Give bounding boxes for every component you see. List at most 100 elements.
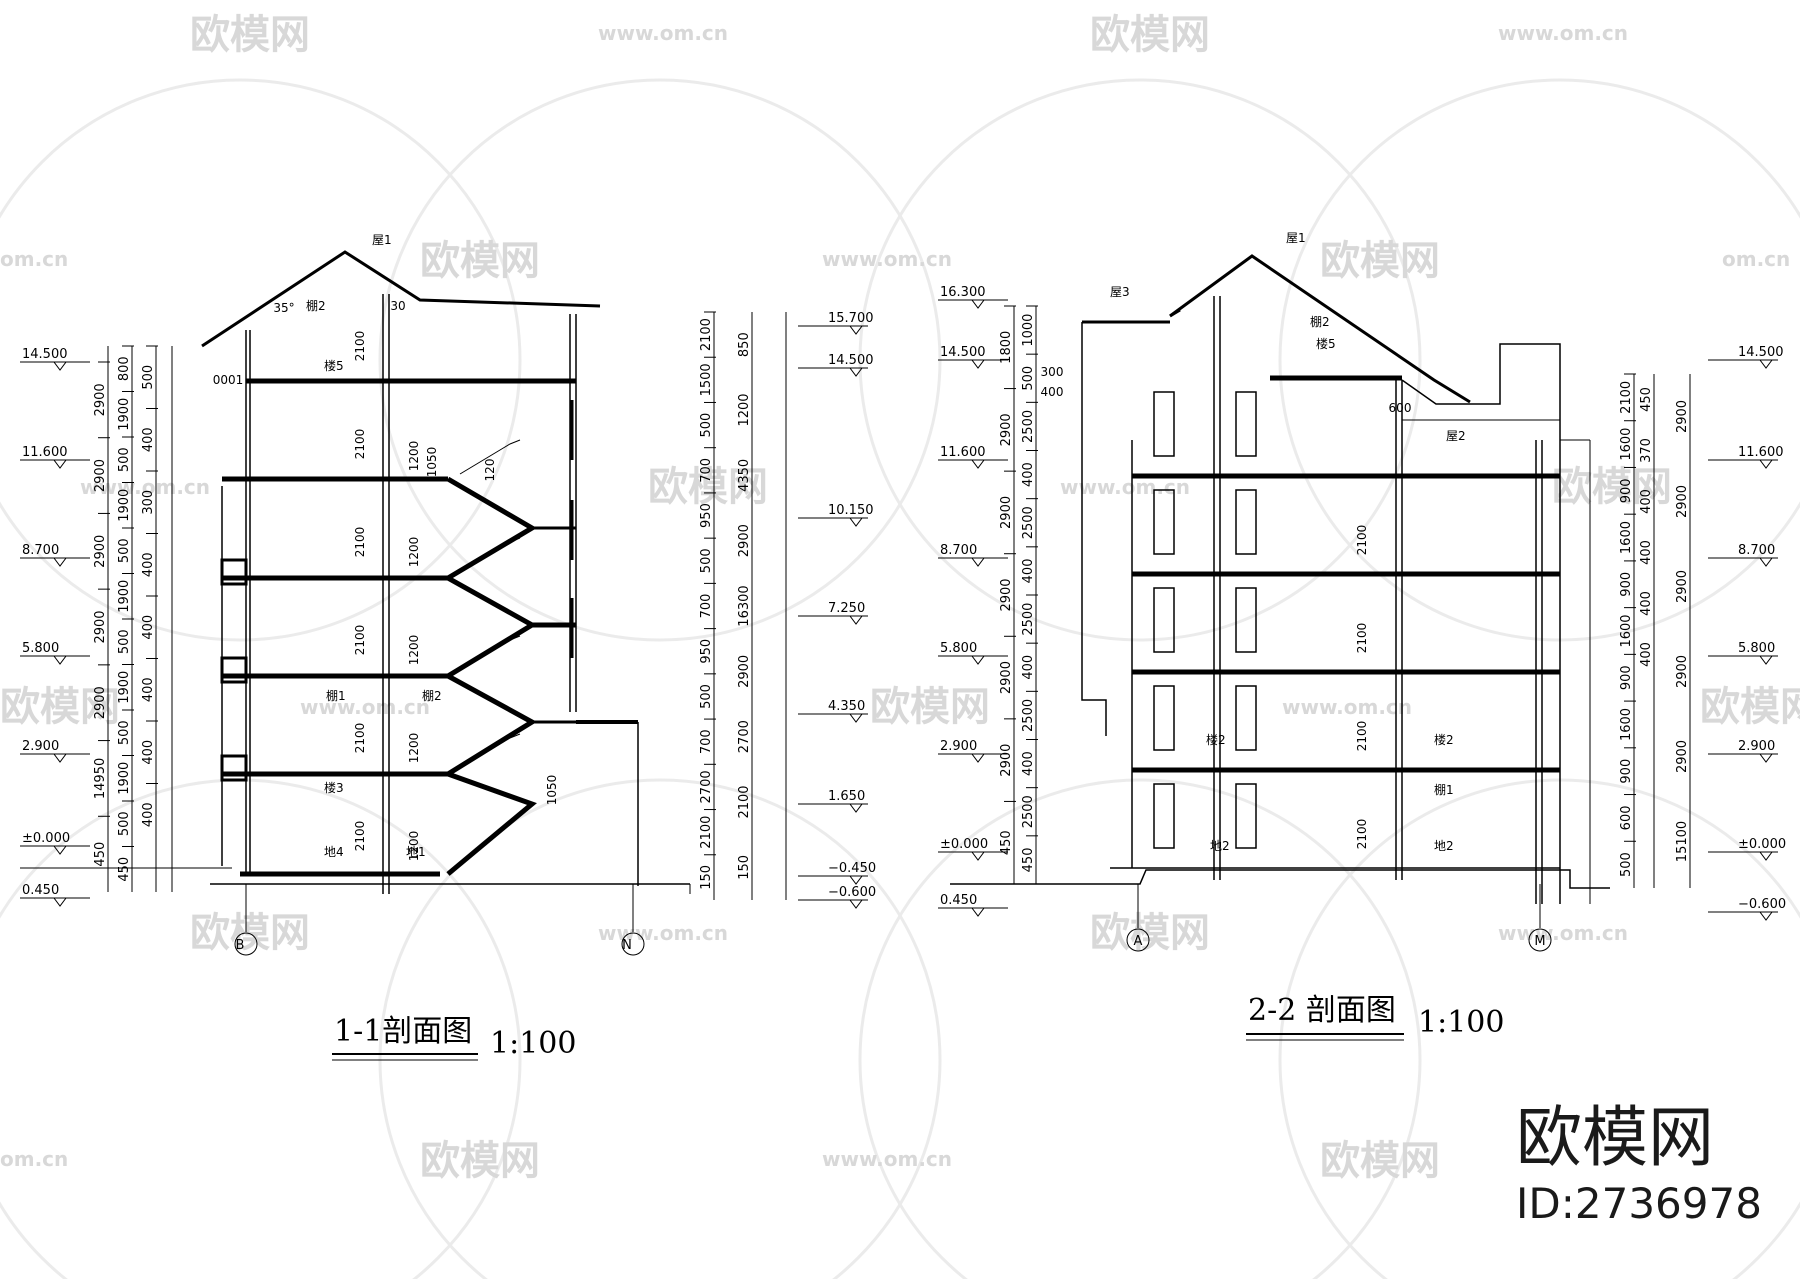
watermark-url: om.cn: [1722, 247, 1790, 271]
watermark-brand: 欧模网: [190, 12, 310, 58]
dimension-label: 2900: [999, 413, 1014, 446]
dimension-label: 2100: [1355, 819, 1369, 850]
dimension-label: 1200: [737, 393, 752, 426]
level-value: ±0.000: [22, 831, 70, 846]
room-tag: 棚2: [1310, 314, 1330, 329]
dimension-label: 1050: [545, 775, 559, 806]
inner-dimensions: 2100210021002100210021001200120012001200…: [213, 299, 559, 861]
level-triangle: [53, 897, 67, 907]
dimension-label: 2100: [1355, 721, 1369, 752]
dimension-label: 2100: [1355, 623, 1369, 654]
watermark-brand: 欧模网: [1090, 910, 1210, 956]
level-value: 10.150: [828, 503, 874, 518]
axis-label-b: B: [236, 938, 245, 953]
dimension-label: 2100: [353, 821, 367, 852]
section-2-building: [950, 254, 1610, 952]
level-triangle: [971, 655, 985, 665]
dimension-label: 2500: [1021, 410, 1036, 443]
dimension-label: 400: [141, 427, 156, 452]
dimension-label: 370: [1639, 438, 1654, 463]
level-value: 0.450: [22, 883, 59, 898]
dimension-label: 400: [141, 552, 156, 577]
dimension-label: 4350: [737, 459, 752, 492]
level-triangle: [1759, 753, 1773, 763]
dimension-label: 1900: [117, 398, 132, 431]
level-value: 1.650: [828, 789, 865, 804]
dimension-label: 16300: [737, 585, 752, 626]
level-triangle: [849, 325, 863, 335]
dimension-label: 120: [483, 459, 497, 482]
dimension-label: 400: [1639, 642, 1654, 667]
axis-label-m: M: [1534, 934, 1545, 949]
section-2-scale: 1:100: [1418, 1005, 1504, 1040]
dimension-label: 950: [699, 639, 714, 664]
level-triangle: [53, 655, 67, 665]
dimension-label: 1200: [407, 733, 421, 764]
watermark-url: om.cn: [0, 1147, 68, 1171]
watermark-url: www.om.cn: [598, 21, 728, 45]
dimension-label: 2500: [1021, 603, 1036, 636]
watermark-brand: 欧模网: [1090, 12, 1210, 58]
dimension-label: 1900: [117, 580, 132, 613]
dimension-label: 1000: [1021, 314, 1036, 347]
level-triangle: [971, 753, 985, 763]
dimension-label: 150: [699, 865, 714, 890]
section-2-title: 2-2 剖面图: [1248, 993, 1396, 1028]
dimension-label: 500: [117, 538, 132, 563]
dimension-label: 2900: [737, 524, 752, 557]
dimension-label: 15100: [1675, 821, 1690, 862]
level-value: 14.500: [940, 345, 986, 360]
dimension-label: 900: [1619, 759, 1634, 784]
level-triangle: [849, 875, 863, 885]
watermark-url: om.cn: [0, 247, 68, 271]
dimension-label: 1600: [1619, 614, 1634, 647]
dimension-label: 1200: [407, 441, 421, 472]
watermark-url: www.om.cn: [300, 695, 430, 719]
dimension-label: 400: [1639, 489, 1654, 514]
level-value: 11.600: [940, 445, 986, 460]
dimension-label: 400: [141, 802, 156, 827]
level-markers-right: 15.70014.50010.1507.2504.3501.650−0.450−…: [798, 311, 876, 909]
dimension-label: 600: [1619, 805, 1634, 830]
dimension-lines-right: [1633, 374, 1691, 888]
dimension-label: 400: [1021, 751, 1036, 776]
dimension-label: 450: [1639, 387, 1654, 412]
level-triangle: [849, 803, 863, 813]
level-triangle: [53, 845, 67, 855]
watermark-url: www.om.cn: [1282, 695, 1412, 719]
level-triangle: [849, 899, 863, 909]
level-markers-left: 16.30014.50011.6008.7005.8002.900±0.0000…: [938, 285, 1008, 917]
dimension-label: 500: [117, 629, 132, 654]
level-value: 16.300: [940, 285, 986, 300]
dimension-label: 1200: [407, 537, 421, 568]
level-triangle: [53, 459, 67, 469]
dimension-label: 500: [1619, 852, 1634, 877]
dimension-label: 500: [117, 720, 132, 745]
dimension-label: 700: [699, 458, 714, 483]
level-value: −0.450: [828, 861, 876, 876]
level-triangle: [971, 851, 985, 861]
dimension-label: 400: [141, 677, 156, 702]
dimension-label: 2900: [1675, 485, 1690, 518]
dimension-label: 400: [141, 740, 156, 765]
watermark-brand: 欧模网: [1320, 1138, 1440, 1184]
level-triangle: [849, 615, 863, 625]
level-value: 2.900: [1738, 739, 1775, 754]
level-value: 2.900: [940, 739, 977, 754]
dimension-label: 400: [1639, 540, 1654, 565]
watermark-brand: 欧模网: [1320, 238, 1440, 284]
dimension-label: 2100: [353, 429, 367, 460]
dimension-label: 400: [1021, 462, 1036, 487]
level-value: 2.900: [22, 739, 59, 754]
dimension-label: 150: [737, 855, 752, 880]
level-value: 8.700: [1738, 543, 1775, 558]
level-triangle: [971, 557, 985, 567]
dimension-label: 0001: [213, 373, 244, 387]
dimension-label: 400: [1021, 559, 1036, 584]
dimension-label: 1900: [117, 671, 132, 704]
dimension-label: 2500: [1021, 795, 1036, 828]
